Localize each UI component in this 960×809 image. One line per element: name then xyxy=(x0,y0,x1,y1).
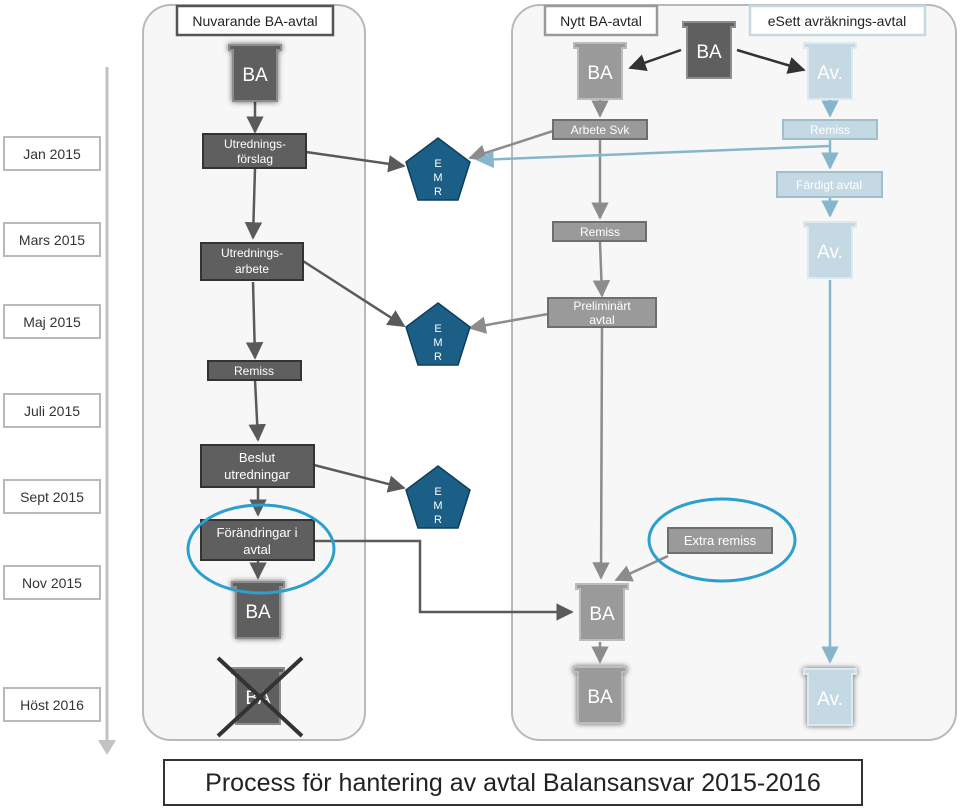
step-beslut-utredningar: Beslut utredningar xyxy=(200,444,315,488)
svg-text:Remiss: Remiss xyxy=(810,123,850,137)
svg-text:förslag: förslag xyxy=(237,152,273,166)
timeline-label: Juli 2015 xyxy=(24,403,80,419)
emr-pentagon: E M R xyxy=(405,302,471,366)
ba-document-new-final: BA xyxy=(573,666,627,724)
arrow xyxy=(592,241,611,298)
step-arbete-svk: Arbete Svk xyxy=(552,119,648,140)
step-remiss-new: Remiss xyxy=(552,221,647,242)
av-document-label: Av. xyxy=(817,689,843,710)
ba-document-label: BA xyxy=(242,65,268,86)
step-forandringar-i-avtal: Förändringar i avtal xyxy=(200,519,315,561)
arrow xyxy=(628,48,682,72)
ba-document-new-nov: BA xyxy=(575,583,629,641)
cross-mark xyxy=(216,656,304,738)
arrow xyxy=(244,167,263,240)
av-document-esett-mars: Av. xyxy=(803,221,857,279)
diagram-title-box xyxy=(163,759,863,806)
svg-text:Preliminärt: Preliminärt xyxy=(573,299,631,313)
svg-text:R: R xyxy=(434,514,442,526)
av-document-label: Av. xyxy=(817,242,843,263)
timeline-arrowhead xyxy=(98,740,116,755)
timeline-label: Jan 2015 xyxy=(23,146,81,162)
svg-text:arbete: arbete xyxy=(235,262,269,276)
timeline-label: Nov 2015 xyxy=(22,575,82,591)
column-header-current: Nuvarande BA-avtal xyxy=(192,13,317,29)
arrow xyxy=(314,539,574,621)
ba-document-label: BA xyxy=(587,687,613,708)
ba-document-current-nov: BA xyxy=(231,581,285,639)
step-remiss-esett: Remiss xyxy=(782,119,878,140)
svg-text:Färdigt avtal: Färdigt avtal xyxy=(796,178,862,192)
svg-text:E: E xyxy=(434,486,441,498)
ba-document-label: BA xyxy=(587,63,613,84)
arrow xyxy=(592,327,610,580)
svg-text:Arbete Svk: Arbete Svk xyxy=(571,123,631,137)
svg-text:Remiss: Remiss xyxy=(580,225,620,239)
arrow xyxy=(302,259,406,328)
svg-text:avtal: avtal xyxy=(243,542,271,557)
lane-new-and-esett xyxy=(511,4,957,741)
svg-text:Beslut: Beslut xyxy=(239,450,276,465)
emr-pentagon: E M R xyxy=(405,137,471,201)
svg-text:E: E xyxy=(434,158,441,170)
ba-document-label: BA xyxy=(696,42,722,63)
column-header-esett-box xyxy=(748,4,927,37)
ba-document-label: BA xyxy=(589,604,615,625)
step-extra-remiss: Extra remiss xyxy=(667,527,773,554)
highlight-ellipse xyxy=(186,503,336,595)
arrow xyxy=(245,281,264,360)
arrow xyxy=(476,144,831,169)
timeline-label: Maj 2015 xyxy=(23,314,81,330)
step-remiss-current: Remiss xyxy=(207,360,302,381)
diagram-title: Process för hantering av avtal Balansans… xyxy=(205,769,821,797)
arrow xyxy=(468,312,549,334)
arrow xyxy=(248,379,266,442)
highlight-ellipse xyxy=(647,497,797,583)
timeline-label: Sept 2015 xyxy=(20,489,84,505)
column-header-current-box xyxy=(175,4,335,37)
column-header-new-box xyxy=(543,4,659,37)
av-document-label: Av. xyxy=(817,63,843,84)
ba-document-current: BA xyxy=(228,44,282,102)
svg-text:E: E xyxy=(434,323,441,335)
step-utredningsforslag: Utrednings- förslag xyxy=(202,133,307,169)
arrow xyxy=(305,150,406,173)
svg-text:M: M xyxy=(433,500,442,512)
av-document-esett: Av. xyxy=(803,42,857,100)
timeline-label: Höst 2016 xyxy=(20,697,84,713)
svg-text:Extra remiss: Extra remiss xyxy=(684,533,757,548)
arrow xyxy=(736,48,806,74)
svg-text:Förändringar i: Förändringar i xyxy=(217,525,298,540)
av-document-esett-final: Av. xyxy=(803,668,857,726)
timeline-labels: Jan 2015 Mars 2015 Maj 2015 Juli 2015 Se… xyxy=(3,136,101,722)
svg-text:Utrednings-: Utrednings- xyxy=(221,246,283,260)
svg-text:Utrednings-: Utrednings- xyxy=(224,137,286,151)
timeline-label: Mars 2015 xyxy=(19,232,85,248)
svg-text:Remiss: Remiss xyxy=(234,364,274,378)
step-utredningsarbete: Utrednings- arbete xyxy=(200,242,304,281)
column-header-esett: eSett avräknings-avtal xyxy=(768,13,907,29)
svg-text:utredningar: utredningar xyxy=(224,467,290,482)
arrow xyxy=(313,463,406,493)
svg-text:avtal: avtal xyxy=(589,313,614,327)
svg-text:R: R xyxy=(434,351,442,363)
svg-text:R: R xyxy=(434,186,442,198)
svg-text:M: M xyxy=(433,172,442,184)
ba-document-discontinued: BA xyxy=(216,656,304,738)
emr-pentagon: E M R xyxy=(405,465,471,529)
svg-text:M: M xyxy=(433,337,442,349)
step-preliminart-avtal: Preliminärt avtal xyxy=(547,297,657,328)
ba-document-new: BA xyxy=(573,42,627,100)
ba-document-label: BA xyxy=(245,602,271,623)
ba-document-source: BA xyxy=(682,21,736,79)
column-header-new: Nytt BA-avtal xyxy=(560,13,642,29)
step-fardigt-avtal: Färdigt avtal xyxy=(776,171,883,198)
